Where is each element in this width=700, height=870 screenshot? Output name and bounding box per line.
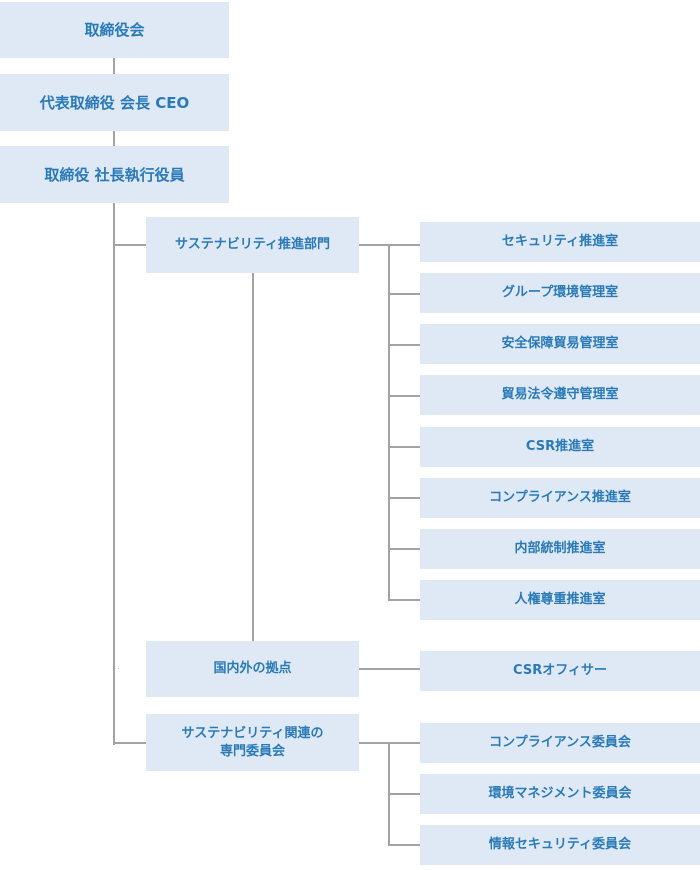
internal-control-office-box: 内部統制推進室 xyxy=(420,529,700,569)
connector-unit-4 xyxy=(388,395,420,397)
board-of-directors-label: 取締役会 xyxy=(84,21,145,39)
unit-label: 貿易法令遵守管理室 xyxy=(501,387,619,402)
connector-unit-2 xyxy=(388,293,420,295)
connector-bases-csr-officer xyxy=(359,668,420,670)
connector-unit-1 xyxy=(388,244,420,246)
president-label: 取締役 社長執行役員 xyxy=(44,165,185,184)
security-export-control-office-box: 安全保障貿易管理室 xyxy=(420,324,700,364)
connector-president-trunk xyxy=(113,203,115,745)
unit-label: コンプライアンス委員会 xyxy=(489,735,631,750)
sustainability-division-label: サステナビリティ推進部門 xyxy=(175,237,330,252)
csr-officer-box: CSRオフィサー xyxy=(420,651,700,691)
sustainability-committees-box: サステナビリティ関連の 専門委員会 xyxy=(146,714,359,771)
domestic-overseas-bases-label: 国内外の拠点 xyxy=(213,661,292,676)
unit-label: CSRオフィサー xyxy=(513,663,607,678)
unit-label: コンプライアンス推進室 xyxy=(489,490,631,505)
security-promotion-office-box: セキュリティ推進室 xyxy=(420,222,700,262)
compliance-committee-box: コンプライアンス委員会 xyxy=(420,723,700,763)
president-box: 取締役 社長執行役員 xyxy=(0,146,229,203)
connector-committee-bus xyxy=(359,742,390,744)
unit-label: グループ環境管理室 xyxy=(501,285,619,300)
trade-compliance-office-box: 貿易法令遵守管理室 xyxy=(420,375,700,415)
group-environment-office-box: グループ環境管理室 xyxy=(420,273,700,313)
connector-committee-2 xyxy=(388,793,420,795)
sustainability-division-box: サステナビリティ推進部門 xyxy=(146,217,359,273)
connector-sustainability-bases xyxy=(252,273,254,641)
unit-label: 情報セキュリティ委員会 xyxy=(488,837,632,852)
sustainability-committees-label-line2: 専門委員会 xyxy=(219,743,285,759)
connector-unit-7 xyxy=(388,548,420,550)
connector-committee-1 xyxy=(388,742,420,744)
csr-promotion-office-box: CSR推進室 xyxy=(420,427,700,467)
unit-label: 安全保障貿易管理室 xyxy=(501,336,619,351)
connector-unit-5 xyxy=(388,446,420,448)
connector-committee-3 xyxy=(388,844,420,846)
connector-sustainability-bus xyxy=(359,244,390,246)
unit-label: 内部統制推進室 xyxy=(514,541,606,556)
stray-dot xyxy=(118,668,119,669)
connector-board-chairman xyxy=(113,58,115,74)
sustainability-committees-label-line1: サステナビリティ関連の xyxy=(181,725,324,741)
chairman-ceo-label: 代表取締役 会長 CEO xyxy=(39,93,190,112)
environmental-management-committee-box: 環境マネジメント委員会 xyxy=(420,774,700,814)
connector-unit-3 xyxy=(388,344,420,346)
connector-units-spine xyxy=(388,244,390,601)
human-rights-office-box: 人権尊重推進室 xyxy=(420,580,700,620)
chairman-ceo-box: 代表取締役 会長 CEO xyxy=(0,74,229,131)
connector-chairman-president xyxy=(113,131,115,146)
connector-trunk-committee xyxy=(113,742,146,744)
unit-label: CSR推進室 xyxy=(525,439,595,454)
compliance-promotion-office-box: コンプライアンス推進室 xyxy=(420,478,700,518)
unit-label: 環境マネジメント委員会 xyxy=(488,786,632,801)
connector-trunk-sustainability xyxy=(113,244,146,246)
unit-label: セキュリティ推進室 xyxy=(501,234,619,249)
unit-label: 人権尊重推進室 xyxy=(514,592,606,607)
information-security-committee-box: 情報セキュリティ委員会 xyxy=(420,825,700,865)
domestic-overseas-bases-box: 国内外の拠点 xyxy=(146,641,359,697)
board-of-directors-box: 取締役会 xyxy=(0,2,229,58)
connector-unit-6 xyxy=(388,497,420,499)
connector-unit-8 xyxy=(388,599,420,601)
